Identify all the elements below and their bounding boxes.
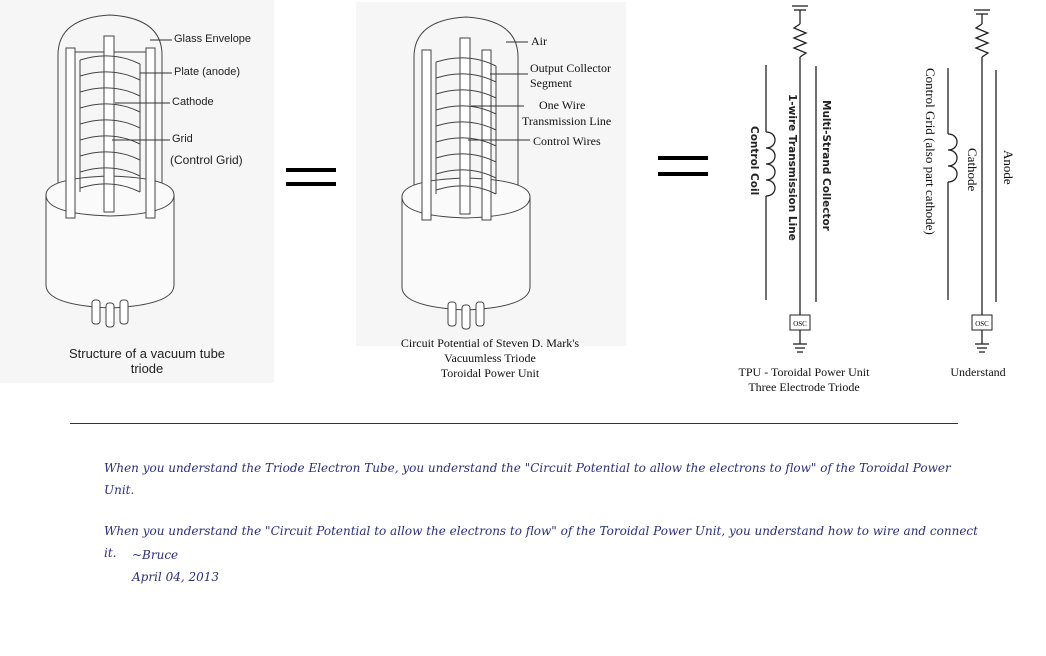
vacuumless-tube-illustration: [401, 16, 531, 330]
caption-line: TPU - Toroidal Power Unit: [738, 365, 870, 379]
caption-line: Structure of a vacuum tube: [68, 346, 226, 361]
quote-2-line-2: it.: [104, 546, 117, 560]
triode-structure-panel: Glass Envelope Plate (anode) Cathode Gri…: [0, 0, 274, 383]
caption-line: triode: [130, 361, 164, 376]
quote-1-line-1: When you understand the Triode Electron …: [104, 461, 951, 475]
triode-schematic: OSC: [947, 9, 997, 353]
label-control-grid: (Control Grid): [170, 153, 243, 167]
label-cathode: Cathode: [172, 96, 214, 108]
caption-line: Vacuumless Triode: [444, 351, 536, 365]
caption-tpu: TPU - Toroidal Power Unit Three Electrod…: [722, 365, 886, 395]
label-grid: Grid: [172, 133, 193, 145]
label-1wire-transmission-line: 1-wire Transmission Line: [786, 94, 798, 241]
caption-vacuumless-triode: Circuit Potential of Steven D. Mark's: [372, 336, 608, 351]
osc-label: OSC: [793, 320, 807, 328]
tpu-schematic: OSC: [765, 5, 817, 353]
caption-line: Three Electrode Triode: [748, 380, 860, 394]
quote-date: April 04, 2013: [132, 570, 220, 584]
label-control-wires: Control Wires: [533, 134, 601, 148]
label-control-coil: Control Coil: [748, 126, 760, 196]
vacuumless-triode-panel: Air Output Collector Segment One Wire Tr…: [356, 2, 626, 350]
equals-bar-top: [658, 156, 708, 160]
label-cathode: Cathode: [965, 148, 980, 192]
equals-bar-bottom: [658, 172, 708, 176]
equals-bar-top: [286, 168, 336, 172]
label-output-collector-segment: Segment: [530, 76, 572, 90]
label-output-collector: Output Collector: [530, 61, 611, 75]
label-transmission-line: Transmission Line: [522, 114, 612, 128]
osc-label: OSC: [975, 320, 989, 328]
label-air: Air: [531, 34, 547, 48]
label-glass-envelope: Glass Envelope: [174, 33, 252, 45]
label-plate-anode: Plate (anode): [174, 66, 241, 78]
caption-line: Circuit Potential of Steven D. Mark's: [400, 336, 580, 350]
horizontal-divider: [70, 423, 958, 424]
vacuum-tube-illustration: [45, 14, 175, 328]
caption-line: Toroidal Power Unit: [440, 366, 540, 380]
quote-1-line-2: Unit.: [104, 483, 135, 497]
label-control-grid-also-cathode: Control Grid (also part cathode): [923, 68, 938, 235]
caption-understand: Understand: [950, 365, 1006, 379]
signature: ~Bruce: [132, 548, 179, 562]
equals-bar-bottom: [286, 182, 336, 186]
caption-triode-structure: Structure of a vacuum tube triode: [40, 346, 254, 376]
label-one-wire: One Wire: [539, 98, 586, 112]
label-multi-strand-collector: Multi-Strand Collector: [820, 100, 832, 231]
quote-2-line-1: When you understand the "Circuit Potenti…: [104, 524, 978, 538]
caption-vacuumless-triode-continued: Vacuumless Triode Toroidal Power Unit: [372, 351, 608, 381]
label-anode: Anode: [1001, 150, 1016, 185]
